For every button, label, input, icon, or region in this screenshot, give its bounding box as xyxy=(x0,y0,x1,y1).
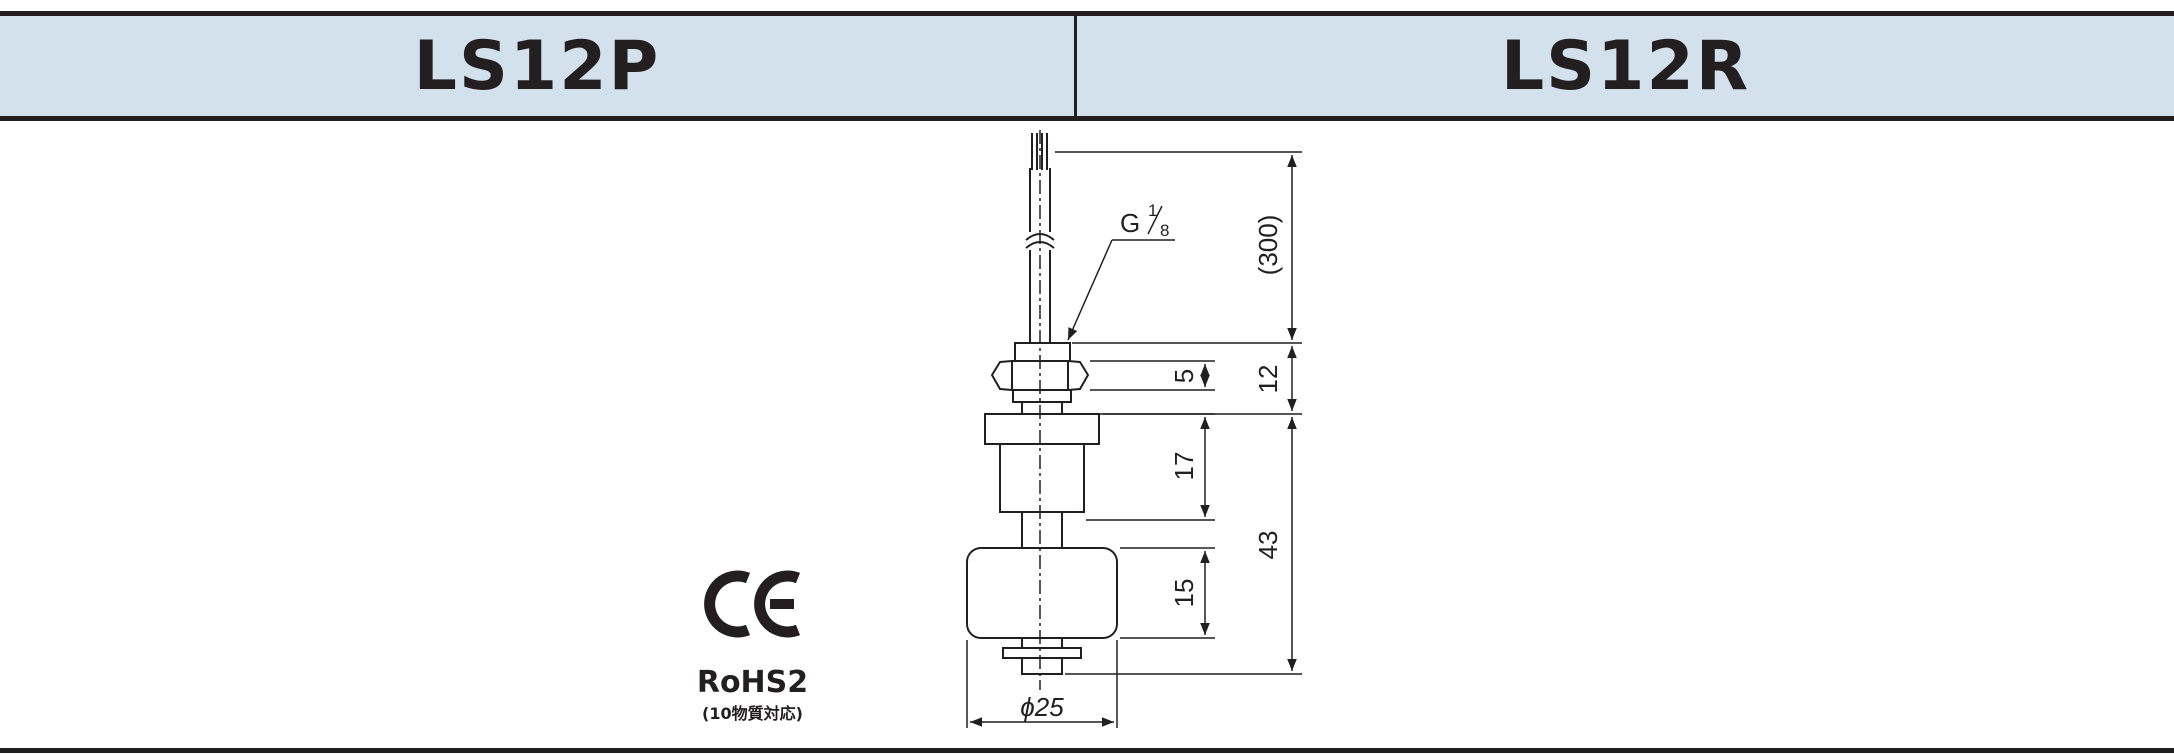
header-rule xyxy=(0,116,2174,121)
bottom-rule xyxy=(0,748,2174,753)
bottom-stopper-ring xyxy=(1002,647,1082,659)
thread-leader xyxy=(1067,239,1113,341)
bottom-stopper-tip xyxy=(1021,657,1063,675)
hex-nut xyxy=(990,360,1090,391)
model-header: LS12P LS12R xyxy=(0,16,2174,116)
header-divider xyxy=(1074,16,1077,116)
thread-fraction-bar xyxy=(1147,205,1163,235)
top-rule xyxy=(0,11,2174,16)
stopper-sleeve xyxy=(999,443,1085,513)
dimension-nut-height: 5 xyxy=(1169,369,1199,383)
fitting-thread xyxy=(1014,342,1071,362)
stopper-flange xyxy=(984,413,1100,445)
dimension-float-diameter: ϕ25 xyxy=(1020,692,1064,722)
thread-denominator: 8 xyxy=(1160,221,1169,240)
model-title-ls12p: LS12P xyxy=(413,26,661,106)
float-body xyxy=(966,547,1118,639)
rohs2-label: RoHS2 xyxy=(696,665,809,700)
dimension-stem-length: 17 xyxy=(1169,452,1199,481)
dimension-float-height: 15 xyxy=(1169,579,1199,608)
dimension-fitting-height: 12 xyxy=(1253,365,1283,394)
dimension-total-height: 43 xyxy=(1253,531,1283,560)
rohs2-note: (10物質対応) xyxy=(702,704,803,723)
thread-numerator: 1 xyxy=(1148,201,1157,220)
model-title-ls12r: LS12R xyxy=(1500,26,1751,106)
ce-mark-icon: CE xyxy=(704,570,801,638)
fitting-thread xyxy=(1012,389,1072,403)
bottom-stopper-neck xyxy=(1021,637,1063,649)
thread-letter: G xyxy=(1120,208,1140,238)
dimension-cable-length: (300) xyxy=(1253,215,1283,276)
